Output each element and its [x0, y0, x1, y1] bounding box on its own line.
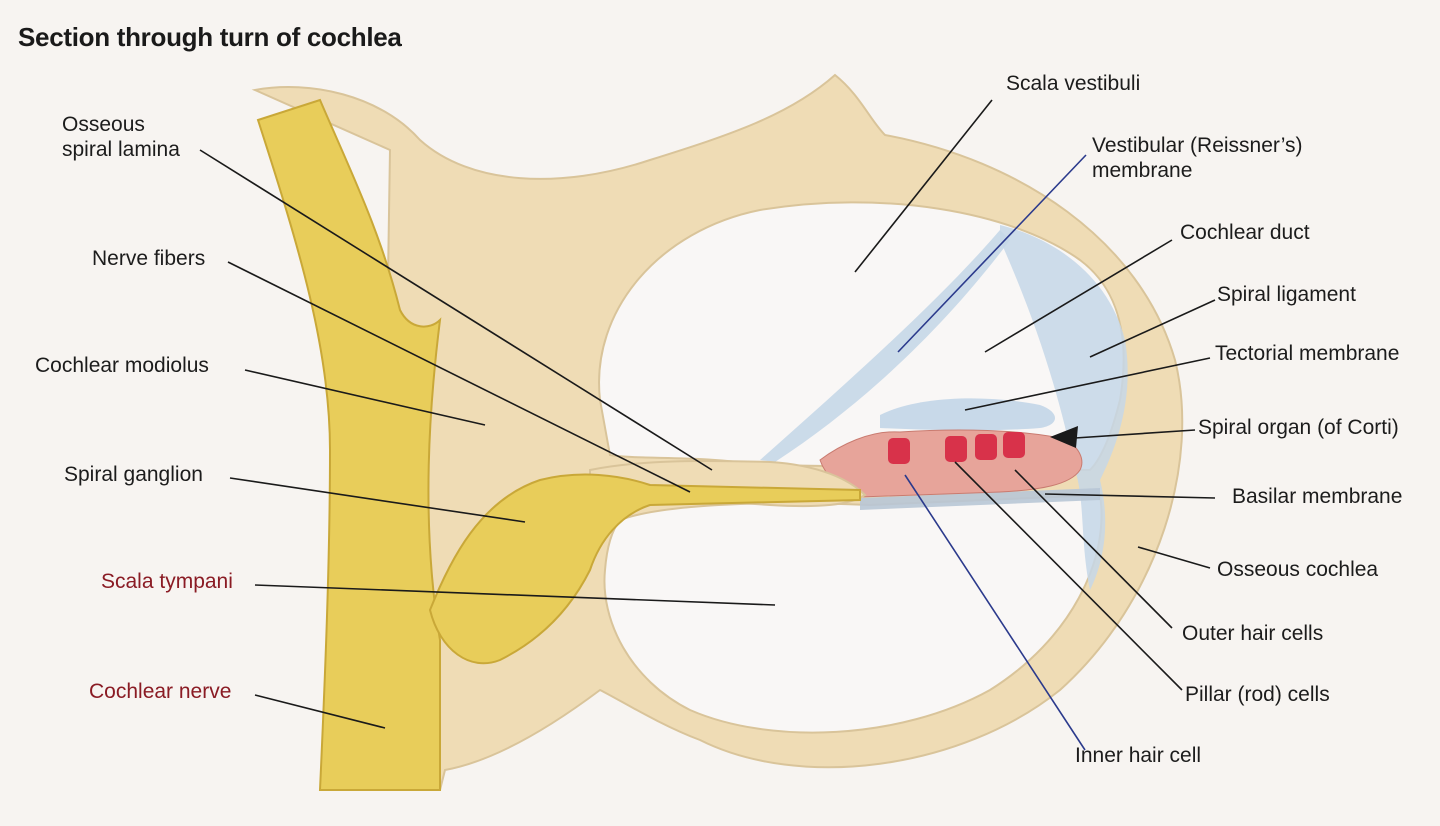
label-spiral-organ: Spiral organ (of Corti) — [1198, 416, 1399, 440]
label-outer-hair-cells: Outer hair cells — [1182, 622, 1323, 646]
label-osseous-spiral-lamina-line2: spiral lamina — [62, 138, 180, 162]
label-cochlear-nerve: Cochlear nerve — [89, 680, 231, 704]
outer-hair-cell-shape-1 — [945, 436, 967, 462]
label-tectorial-membrane: Tectorial membrane — [1215, 342, 1399, 366]
label-cochlear-modiolus: Cochlear modiolus — [35, 354, 209, 378]
outer-hair-cell-shape-2 — [975, 434, 997, 460]
label-spiral-ganglion: Spiral ganglion — [64, 463, 203, 487]
label-osseous-cochlea: Osseous cochlea — [1217, 558, 1378, 582]
diagram-title: Section through turn of cochlea — [18, 22, 402, 53]
inner-hair-cell-shape — [888, 438, 910, 464]
label-osseous-spiral-lamina-line1: Osseous — [62, 113, 145, 137]
label-spiral-ligament: Spiral ligament — [1217, 283, 1356, 307]
label-cochlear-duct: Cochlear duct — [1180, 221, 1310, 245]
label-basilar-membrane: Basilar membrane — [1232, 485, 1402, 509]
label-scala-tympani: Scala tympani — [101, 570, 233, 594]
label-vestibular-membrane-line2: membrane — [1092, 159, 1192, 183]
outer-hair-cell-shape-3 — [1003, 432, 1025, 458]
label-scala-vestibuli: Scala vestibuli — [1006, 72, 1140, 96]
label-pillar-cells: Pillar (rod) cells — [1185, 683, 1330, 707]
label-nerve-fibers: Nerve fibers — [92, 247, 205, 271]
label-inner-hair-cell: Inner hair cell — [1075, 744, 1201, 768]
label-vestibular-membrane-line1: Vestibular (Reissner’s) — [1092, 134, 1302, 158]
